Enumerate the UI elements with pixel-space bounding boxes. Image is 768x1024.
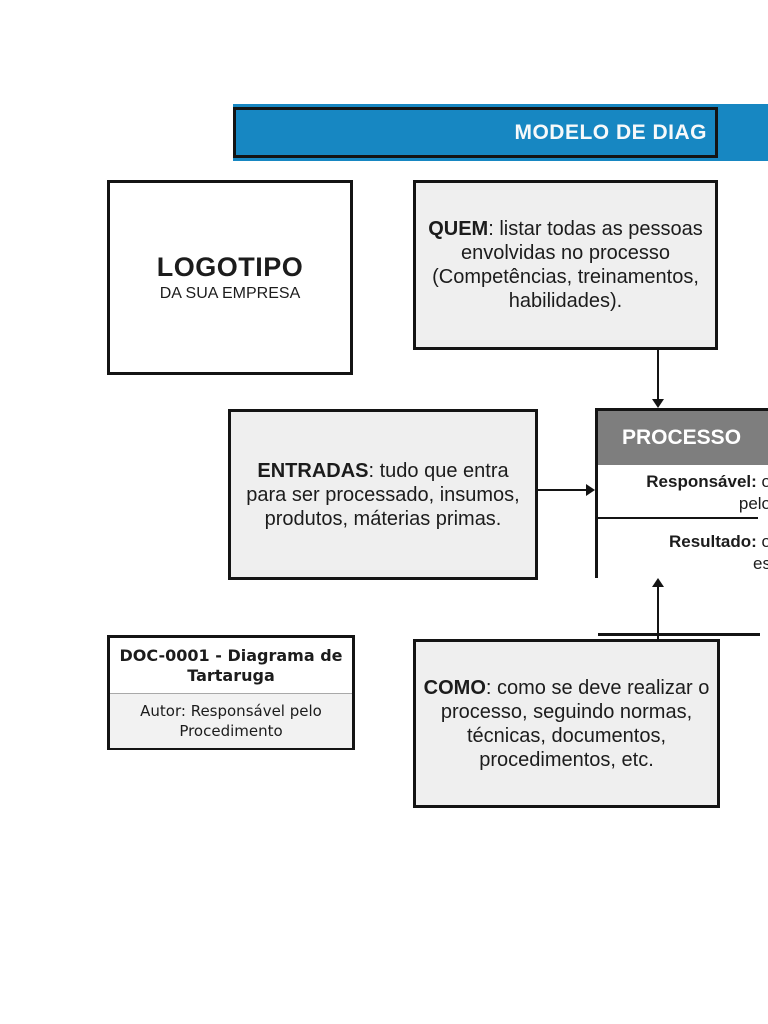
quem-text: QUEM: listar todas as pessoas envolvidas… [428, 218, 703, 312]
doc-box: DOC-0001 - Diagrama de Tartaruga Autor: … [107, 635, 355, 750]
arrow-quem-to-processo-line [657, 350, 659, 400]
como-box: COMO: como se deve realizar o processo, … [413, 639, 720, 808]
logo-box: LOGOTIPO DA SUA EMPRESA [107, 180, 353, 375]
doc-title: DOC-0001 - Diagrama de Tartaruga [110, 638, 352, 694]
arrow-entradas-to-processo-head [586, 484, 595, 496]
page-title: MODELO DE DIAG [514, 120, 707, 144]
como-text: COMO: como se deve realizar o processo, … [423, 676, 710, 771]
processo-resultado: Resultado: o es [668, 532, 768, 573]
processo-box: PROCESSO Responsável: o pelo Resultado: … [595, 408, 768, 636]
processo-responsavel: Responsável: o pelo [646, 472, 768, 513]
processo-body: Responsável: o pelo Resultado: o es [595, 465, 768, 636]
entradas-text: ENTRADAS: tudo que entra para ser proces… [246, 459, 520, 530]
processo-bottom-border [598, 633, 760, 636]
logo-subtitle: DA SUA EMPRESA [159, 285, 301, 302]
arrow-entradas-to-processo-line [538, 489, 586, 491]
entradas-box: ENTRADAS: tudo que entra para ser proces… [228, 409, 538, 580]
doc-author: Autor: Responsável pelo Procedimento [110, 694, 352, 748]
processo-header: PROCESSO [595, 408, 768, 465]
arrow-quem-to-processo-head [652, 399, 664, 408]
logo-title: LOGOTIPO [156, 252, 304, 282]
processo-header-label: PROCESSO [622, 426, 742, 449]
quem-box: QUEM: listar todas as pessoas envolvidas… [413, 180, 718, 350]
processo-divider [598, 517, 758, 519]
arrow-como-to-processo-head [652, 578, 664, 587]
title-bar: MODELO DE DIAG [233, 107, 718, 158]
arrow-como-to-processo-line [657, 587, 659, 639]
